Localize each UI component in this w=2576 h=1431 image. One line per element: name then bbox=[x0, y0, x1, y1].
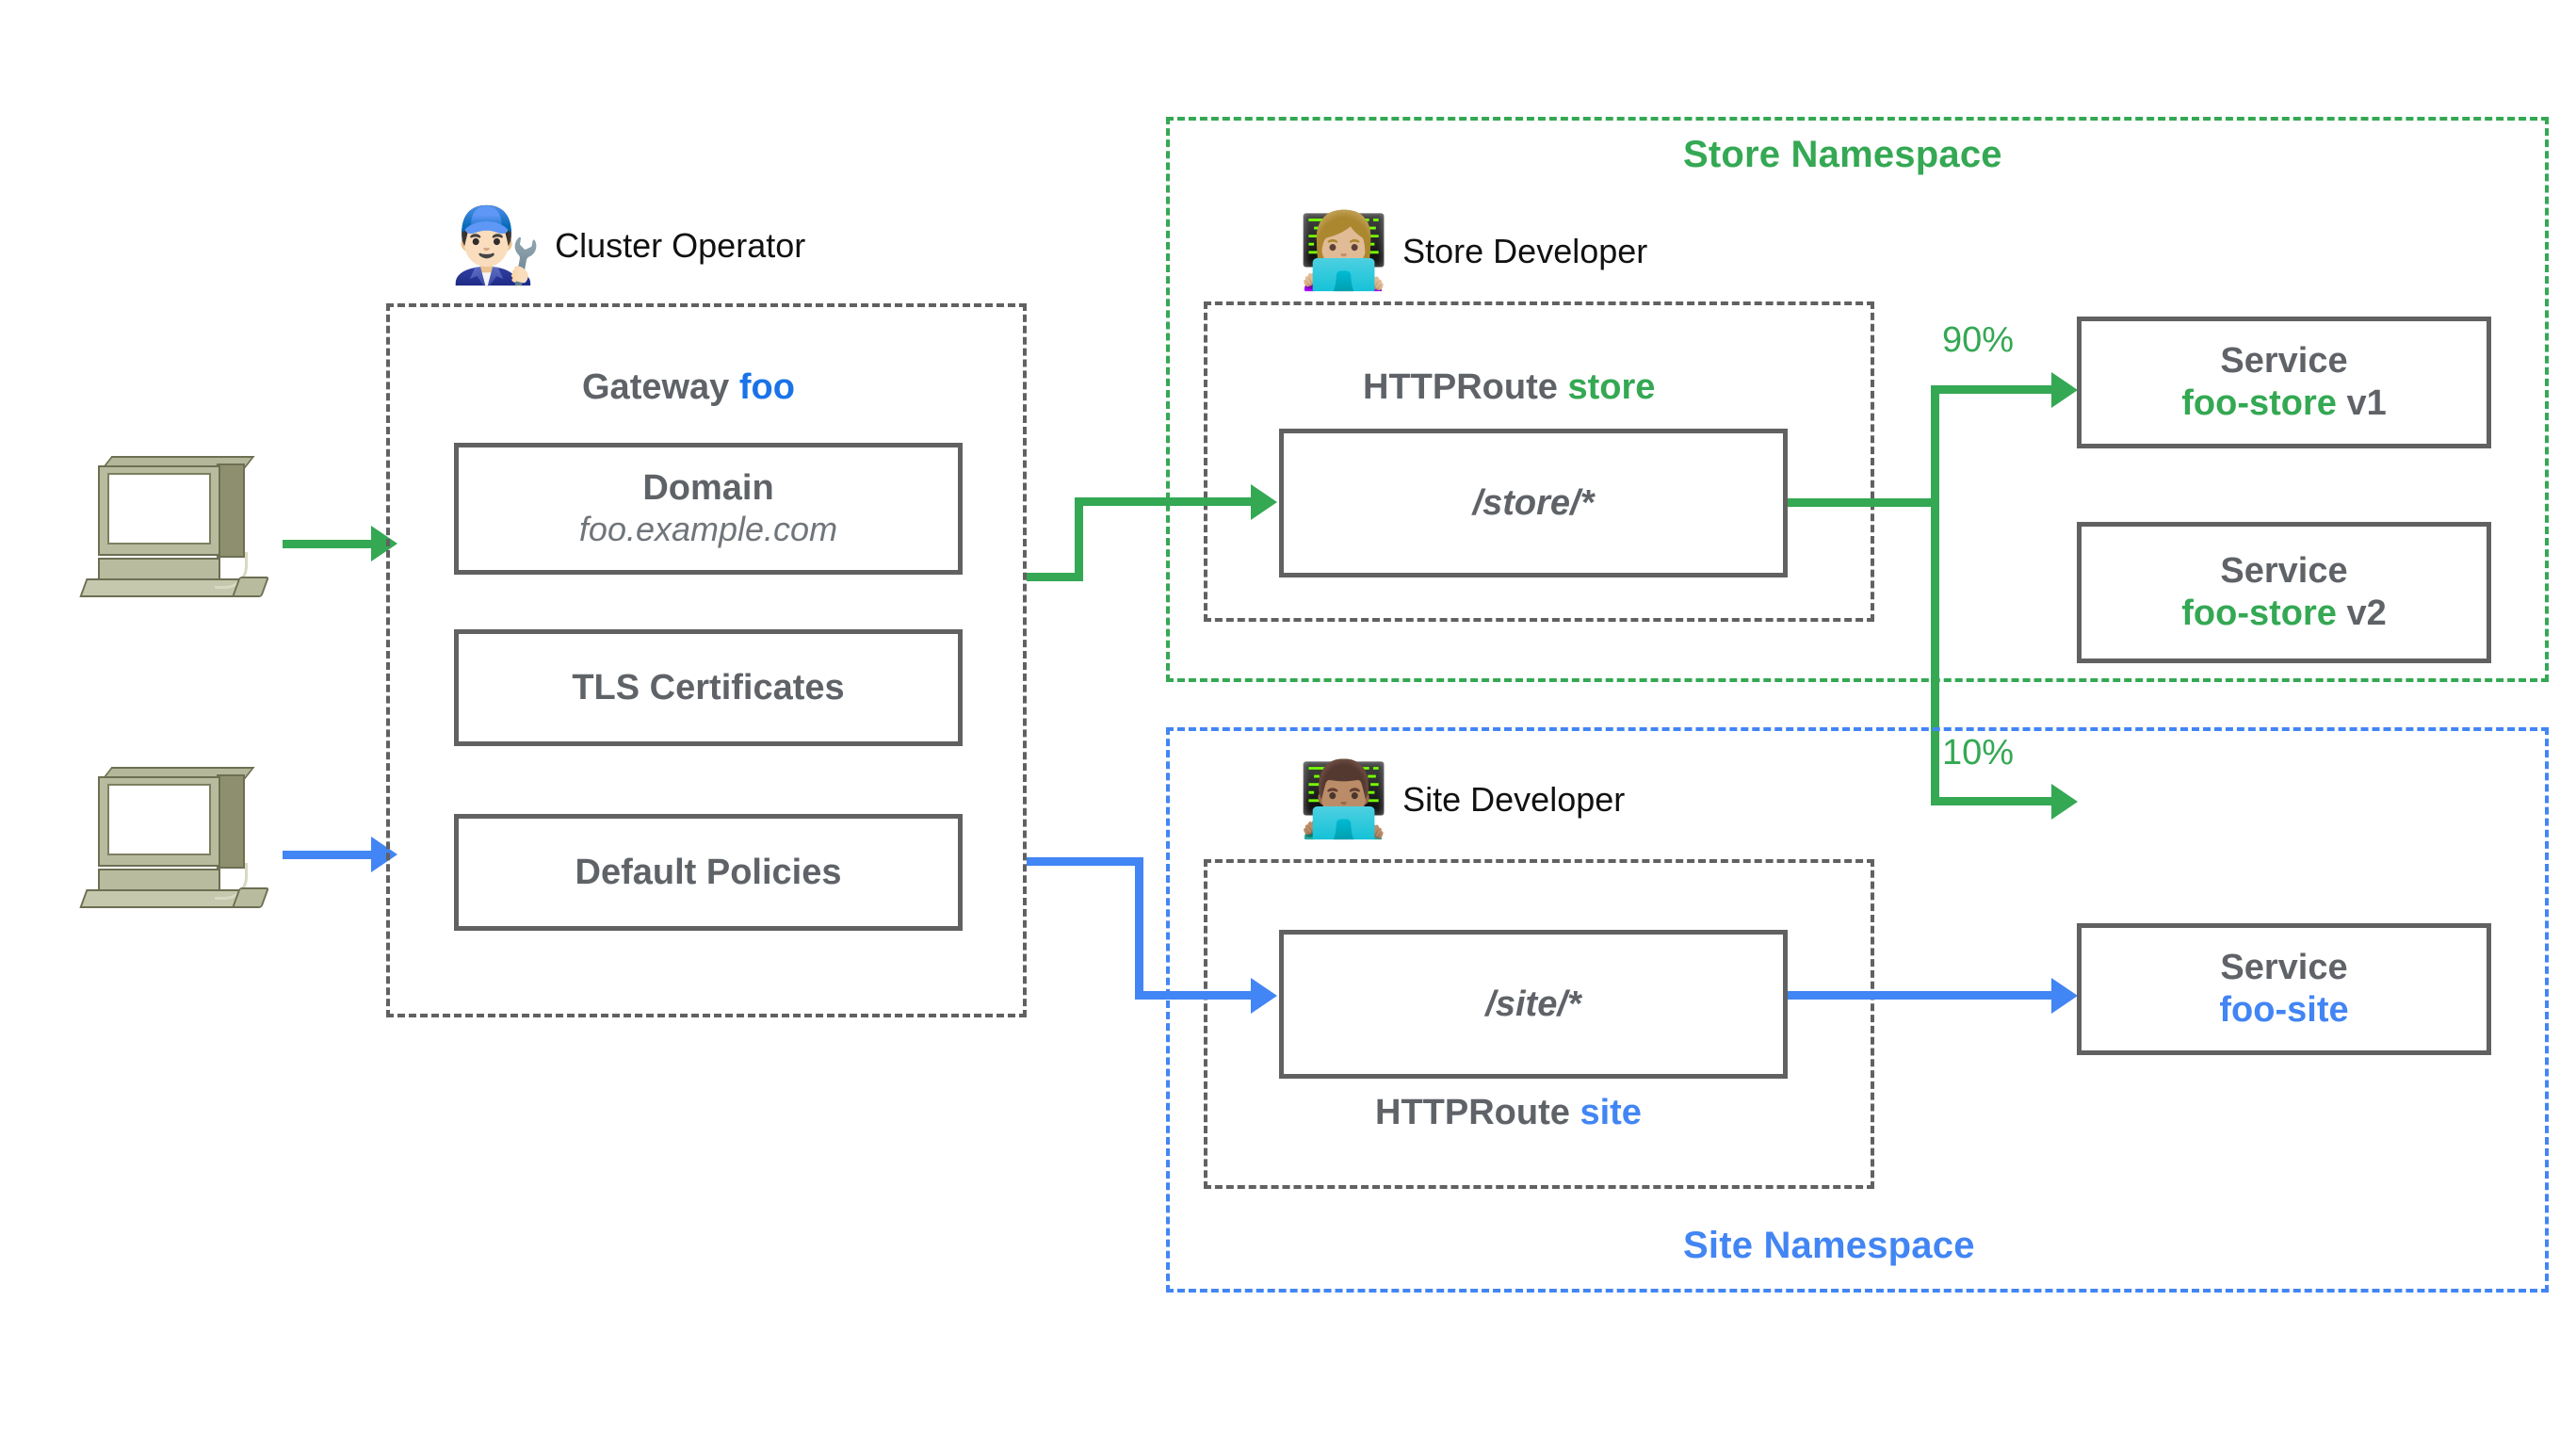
gateway-box-domain-title: Domain bbox=[642, 468, 774, 509]
store-service-v2-kind: Service bbox=[2220, 551, 2348, 592]
site-to-service-arrow-head bbox=[2051, 978, 2078, 1014]
site-route-heading: HTTPRoute site bbox=[1375, 1093, 1642, 1133]
persona-store-developer: 👩🏼‍💻 Store Developer bbox=[1298, 215, 1647, 288]
store-split-seg-h-v1 bbox=[1931, 385, 2053, 394]
store-service-v1-box: Service foo-store v1 bbox=[2077, 317, 2491, 448]
gateway-heading: Gateway foo bbox=[582, 367, 795, 408]
store-weight-v2: 10% bbox=[1942, 733, 2015, 772]
client-computer-icon-bottom bbox=[73, 763, 271, 923]
gateway-box-domain-subtitle: foo.example.com bbox=[578, 510, 838, 549]
store-route-heading-prefix: HTTPRoute bbox=[1363, 367, 1558, 407]
gateway-to-site-seg-h1 bbox=[1027, 857, 1143, 866]
site-service-kind: Service bbox=[2220, 948, 2348, 988]
gateway-to-store-seg-h2 bbox=[1075, 497, 1254, 506]
store-route-heading-accent: store bbox=[1567, 367, 1656, 407]
persona-cluster-operator: 👨🏻‍🔧 Cluster Operator bbox=[450, 209, 805, 283]
gateway-box-tls-certificates: TLS Certificates bbox=[454, 629, 963, 746]
store-weight-v1: 90% bbox=[1942, 320, 2015, 360]
store-namespace-container bbox=[1166, 117, 2549, 682]
persona-site-developer: 👨🏽‍💻 Site Developer bbox=[1298, 763, 1625, 837]
client-top-arrow-head bbox=[371, 526, 397, 561]
store-service-v2-name: foo-store bbox=[2181, 594, 2337, 633]
client-computer-icon-top bbox=[73, 452, 271, 612]
store-route-heading: HTTPRoute store bbox=[1363, 367, 1655, 408]
gateway-to-store-seg-v bbox=[1075, 497, 1083, 577]
gateway-to-site-seg-v bbox=[1135, 857, 1143, 994]
store-split-seg-h-main bbox=[1788, 498, 1938, 507]
site-namespace-container bbox=[1166, 727, 2549, 1293]
store-route-path: /store/* bbox=[1472, 482, 1595, 523]
site-route-path: /site/* bbox=[1485, 984, 1581, 1024]
store-split-arrow-head-v1 bbox=[2051, 372, 2078, 408]
store-split-seg-h-v2 bbox=[1931, 797, 2053, 805]
cluster-operator-avatar-icon: 👨🏻‍🔧 bbox=[450, 203, 543, 288]
site-to-service-seg-h bbox=[1788, 991, 2053, 1000]
site-httproute-container bbox=[1204, 859, 1874, 1189]
store-split-seg-v bbox=[1931, 385, 1939, 805]
store-split-arrow-head-v2 bbox=[2051, 784, 2078, 820]
store-service-v2-box: Service foo-store v2 bbox=[2077, 522, 2491, 663]
site-namespace-title: Site Namespace bbox=[1683, 1225, 1975, 1266]
site-route-heading-accent: site bbox=[1580, 1093, 1642, 1132]
cluster-operator-label: Cluster Operator bbox=[555, 226, 806, 265]
gateway-heading-accent: foo bbox=[738, 367, 795, 407]
gateway-box-domain: Domain foo.example.com bbox=[454, 443, 963, 575]
gateway-to-store-arrow-head bbox=[1251, 484, 1277, 520]
store-service-v1-name: foo-store bbox=[2181, 383, 2337, 423]
site-service-box: Service foo-site bbox=[2077, 923, 2491, 1055]
site-route-path-box: /site/* bbox=[1279, 930, 1788, 1079]
store-developer-label: Store Developer bbox=[1402, 232, 1648, 270]
gateway-box-default-policies-title: Default Policies bbox=[575, 852, 842, 892]
gateway-heading-prefix: Gateway bbox=[582, 367, 730, 407]
client-bottom-arrow-head bbox=[371, 837, 397, 872]
store-namespace-title: Store Namespace bbox=[1683, 134, 2002, 175]
site-developer-label: Site Developer bbox=[1402, 780, 1626, 819]
gateway-to-site-arrow-head bbox=[1251, 978, 1277, 1014]
gateway-to-store-seg-h1 bbox=[1027, 573, 1083, 581]
store-service-v2-version: v2 bbox=[2346, 594, 2387, 633]
store-route-path-box: /store/* bbox=[1279, 429, 1788, 577]
client-top-arrow-line bbox=[283, 540, 373, 548]
store-service-v2-name-line: foo-store v2 bbox=[2181, 593, 2387, 635]
store-service-v1-version: v1 bbox=[2346, 383, 2387, 423]
store-service-v1-name-line: foo-store v1 bbox=[2181, 382, 2387, 425]
gateway-box-default-policies: Default Policies bbox=[454, 814, 963, 931]
store-developer-avatar-icon: 👩🏼‍💻 bbox=[1298, 209, 1390, 294]
site-service-name: foo-site bbox=[2219, 990, 2349, 1030]
client-bottom-arrow-line bbox=[283, 851, 373, 859]
gateway-to-site-seg-h2 bbox=[1135, 991, 1254, 1000]
gateway-box-tls-certificates-title: TLS Certificates bbox=[572, 667, 845, 707]
gateway-container bbox=[386, 303, 1027, 1017]
store-service-v1-kind: Service bbox=[2220, 341, 2348, 382]
site-developer-avatar-icon: 👨🏽‍💻 bbox=[1298, 757, 1390, 842]
site-route-heading-prefix: HTTPRoute bbox=[1375, 1093, 1570, 1132]
store-httproute-container bbox=[1204, 301, 1874, 622]
